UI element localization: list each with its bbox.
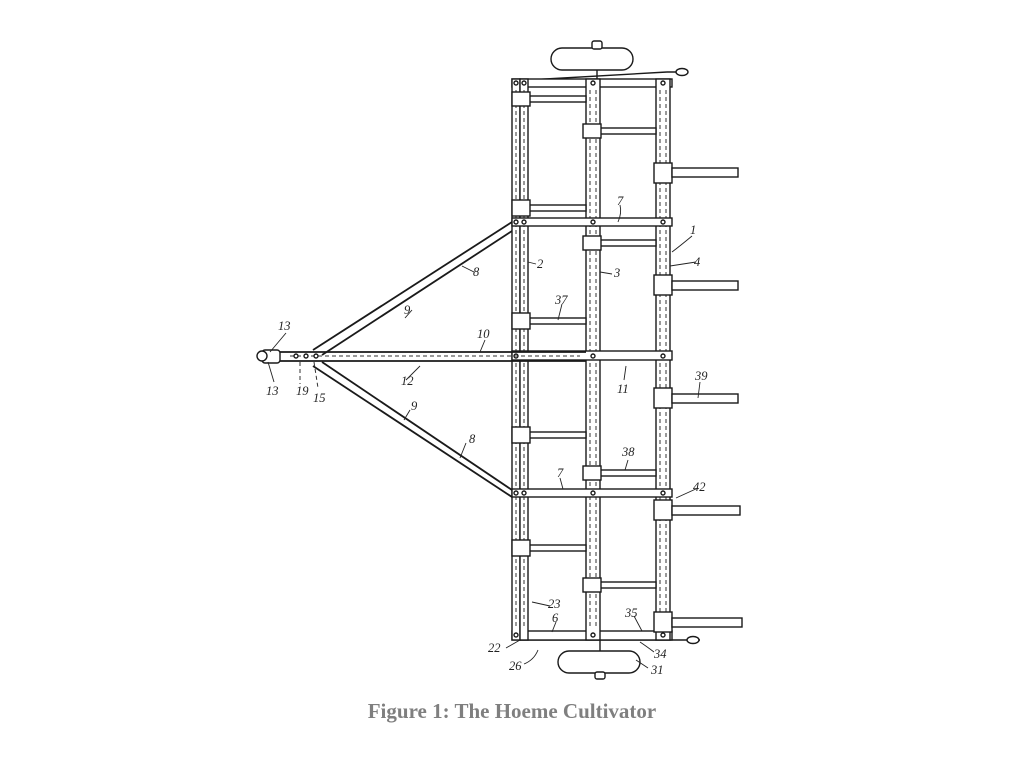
numeral-39: 39 bbox=[694, 369, 708, 383]
numeral-9-bottom: 9 bbox=[411, 399, 418, 413]
numeral-19: 19 bbox=[296, 384, 309, 398]
numeral-6: 6 bbox=[552, 611, 559, 625]
numeral-31: 31 bbox=[650, 663, 664, 677]
inner-tine-bars bbox=[511, 91, 657, 593]
leader-lines bbox=[267, 204, 701, 669]
frame-bolts bbox=[513, 80, 666, 638]
numeral-8-bottom: 8 bbox=[469, 432, 476, 446]
numeral-4: 4 bbox=[694, 255, 700, 269]
numeral-42: 42 bbox=[693, 480, 706, 494]
numeral-10: 10 bbox=[477, 327, 490, 341]
numeral-1: 1 bbox=[690, 223, 696, 237]
numeral-13-bottom: 13 bbox=[266, 384, 279, 398]
numeral-34: 34 bbox=[653, 647, 667, 661]
numeral-7-top: 7 bbox=[617, 194, 624, 208]
main-frame bbox=[511, 78, 673, 641]
top-wheel bbox=[527, 40, 689, 81]
bottom-wheel bbox=[520, 635, 700, 680]
figure-caption: Figure 1: The Hoeme Cultivator bbox=[367, 699, 657, 723]
numeral-11: 11 bbox=[617, 382, 629, 396]
numeral-3: 3 bbox=[613, 266, 620, 280]
reference-numerals: 1 2 3 4 6 7 7 8 8 9 9 10 11 12 13 13 15 … bbox=[266, 194, 708, 677]
numeral-26: 26 bbox=[509, 659, 522, 673]
numeral-8-top: 8 bbox=[473, 265, 480, 279]
numeral-35: 35 bbox=[624, 606, 638, 620]
numeral-15: 15 bbox=[313, 391, 326, 405]
numeral-13-top: 13 bbox=[278, 319, 291, 333]
numeral-22: 22 bbox=[488, 641, 501, 655]
numeral-37: 37 bbox=[554, 293, 568, 307]
numeral-23: 23 bbox=[548, 597, 561, 611]
numeral-2: 2 bbox=[537, 257, 543, 271]
hitch-drawbar bbox=[256, 221, 586, 498]
right-tines bbox=[653, 162, 743, 633]
numeral-38: 38 bbox=[621, 445, 635, 459]
numeral-7-bottom: 7 bbox=[557, 466, 564, 480]
numeral-9-top: 9 bbox=[404, 303, 411, 317]
numeral-12: 12 bbox=[401, 374, 414, 388]
